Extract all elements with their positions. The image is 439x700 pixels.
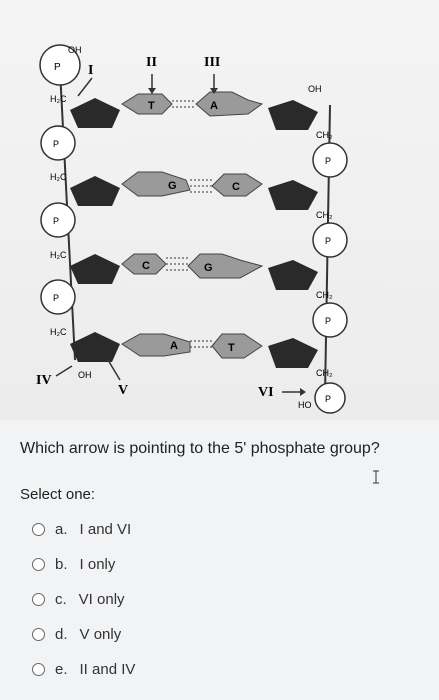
radio-icon[interactable] [32, 558, 45, 571]
svg-text:P: P [54, 62, 61, 73]
option-letter: d. [55, 626, 68, 643]
answer-options: a. I and VI b. I only c. VI only d. V on… [32, 512, 332, 687]
svg-text:P: P [325, 236, 331, 246]
label-V: V [118, 383, 128, 398]
left-phosphate-2: P [40, 125, 76, 161]
label-IV: IV [36, 373, 52, 388]
right-phosphate-4: P HO [298, 382, 346, 414]
ch2-label-1: CH₂ [316, 130, 333, 140]
arrow-V: V [107, 359, 128, 398]
svg-text:P: P [53, 139, 59, 149]
select-one-label: Select one: [20, 486, 96, 503]
left-phosphate-4: P [40, 279, 76, 315]
base-right-1: A [210, 100, 218, 112]
option-letter: e. [55, 661, 68, 678]
radio-icon[interactable] [32, 628, 45, 641]
arrow-IV: IV [36, 365, 73, 388]
right-sugar-3 [268, 260, 318, 290]
svg-text:P: P [325, 316, 331, 326]
oh-label-top-right: OH [308, 84, 322, 94]
right-phosphate-3: P [312, 302, 348, 338]
base-pair-3: C G [121, 253, 264, 279]
left-phosphate-3: P [40, 202, 76, 238]
left-sugar-3 [70, 254, 120, 284]
option-label: I only [79, 556, 116, 573]
option-letter: b. [55, 556, 68, 573]
option-letter: a. [55, 521, 68, 538]
left-sugar-4 [70, 332, 120, 362]
arrow-I: I [77, 63, 93, 97]
ch2-label-2: CH₂ [316, 210, 333, 220]
label-VI: VI [258, 385, 274, 400]
arrow-VI: VI [258, 385, 306, 400]
right-sugar-1 [268, 100, 318, 130]
svg-text:OH: OH [68, 45, 82, 55]
svg-text:P: P [53, 293, 59, 303]
h2c-label-1: H₂C [50, 94, 67, 104]
option-label: I and VI [79, 521, 132, 538]
base-right-3: G [204, 262, 213, 274]
radio-icon[interactable] [32, 593, 45, 606]
label-I: I [88, 63, 93, 78]
label-II: II [146, 55, 157, 70]
right-sugar-2 [268, 180, 318, 210]
option-label: V only [79, 626, 122, 643]
svg-text:P: P [325, 394, 331, 404]
base-left-1: T [148, 100, 155, 112]
base-right-4: T [228, 342, 235, 354]
left-phosphate-1: P OH [39, 44, 82, 86]
h2c-label-3: H₂C [50, 250, 67, 260]
left-sugar-1 [70, 98, 120, 128]
svg-text:P: P [53, 216, 59, 226]
base-pair-4: A T [121, 333, 263, 359]
right-phosphate-2: P [312, 222, 348, 258]
ch2-label-4: CH₂ [316, 368, 333, 378]
option-a[interactable]: a. I and VI [32, 512, 332, 547]
question-text: Which arrow is pointing to the 5' phosph… [20, 440, 380, 457]
base-left-4: A [170, 340, 178, 352]
dna-diagram-svg: P OH P P P P P P P HO [36, 44, 348, 414]
base-left-3: C [142, 260, 150, 272]
option-b[interactable]: b. I only [32, 547, 332, 582]
base-pair-1: T A [121, 91, 264, 117]
dna-diagram: P OH P P P P P P P HO [0, 0, 439, 420]
base-pair-2: G C [121, 171, 263, 197]
right-sugar-4 [268, 338, 318, 368]
base-left-2: G [168, 180, 177, 192]
arrow-III: III [204, 55, 220, 94]
right-phosphate-1: P [312, 142, 348, 178]
radio-icon[interactable] [32, 663, 45, 676]
radio-icon[interactable] [32, 523, 45, 536]
option-label: II and IV [79, 661, 136, 678]
svg-text:P: P [325, 156, 331, 166]
h2c-label-2: H₂C [50, 172, 67, 182]
option-d[interactable]: d. V only [32, 617, 332, 652]
h2c-label-4: H₂C [50, 327, 67, 337]
text-cursor-icon [373, 470, 379, 484]
option-c[interactable]: c. VI only [32, 582, 332, 617]
option-letter: c. [55, 591, 67, 608]
base-right-2: C [232, 181, 240, 193]
svg-text:HO: HO [298, 400, 312, 410]
oh-label-bottom-left: OH [78, 370, 92, 380]
arrow-II: II [146, 55, 157, 94]
ch2-label-3: CH₂ [316, 290, 333, 300]
label-III: III [204, 55, 220, 70]
option-label: VI only [78, 591, 125, 608]
option-e[interactable]: e. II and IV [32, 652, 332, 687]
left-sugar-2 [70, 176, 120, 206]
